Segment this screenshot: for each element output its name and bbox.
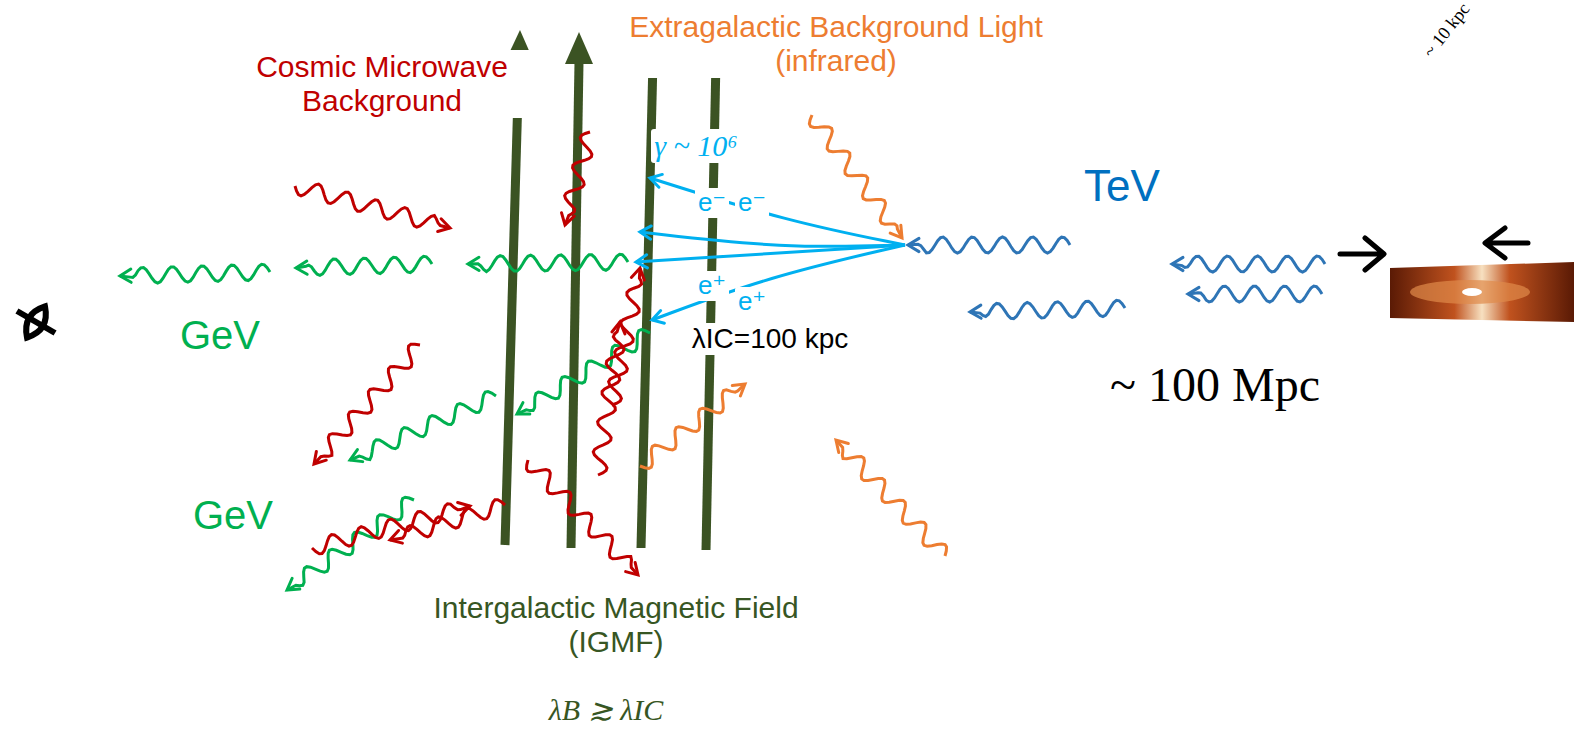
lepton-arrowhead [636,255,647,268]
eye-pupil [17,311,55,333]
photon-wave [468,254,628,271]
photon-wave [593,322,624,475]
energy-label: GeV [190,493,276,538]
photon-wave [970,300,1125,318]
galaxy-disk [1410,280,1530,304]
background-label: Extragalactic Background Light (infrared… [623,10,1049,77]
lepton-track [652,245,905,320]
photon-arrowhead [350,450,363,462]
photon-wave [350,392,496,460]
arrowhead [565,32,593,64]
photon-wave [295,184,450,228]
size-label: ~ 10 kpc [1417,0,1475,63]
distance-label: ~ 100 Mpc [1107,358,1323,412]
photon-arrowhead [890,225,902,238]
coherence-condition: λB ≳ λIC [546,693,666,727]
photon-wave [527,460,638,575]
size-arrow [1485,228,1528,258]
length-scale: λIC=100 kpc [689,323,851,354]
lepton-track [650,178,905,245]
photon-arrowhead [970,305,981,318]
photon-arrowhead [438,219,450,232]
photon-wave [1188,286,1322,302]
lepton-arrowhead [652,311,664,324]
size-arrow [1340,238,1384,270]
particle-label: e⁺ [695,271,729,300]
photons [120,115,1325,590]
energy-label: TeV [1081,161,1163,210]
photon-wave [836,440,947,556]
lepton-arrowhead [640,226,651,239]
lorentz-factor: γ ~ 10⁶ [651,129,740,163]
photon-arrowhead [612,322,625,334]
photon-arrowhead [631,268,644,280]
photon-arrowhead [287,578,300,590]
galaxy-source [1390,262,1574,322]
particle-label: e⁺ [735,287,769,316]
field-line [571,62,579,548]
photon-arrowhead [468,257,479,270]
photon-wave [809,115,902,238]
photon-arrowhead [390,530,402,543]
photon-arrowhead [296,261,307,274]
photon-wave [287,497,414,590]
photon-arrowhead [1172,257,1183,270]
photon-arrowhead [517,403,530,414]
photon-wave [312,504,470,554]
photon-arrowhead [1188,287,1199,300]
field-line [505,60,519,545]
size-arrows [1340,228,1528,270]
photon-arrowhead [458,502,470,515]
photon-wave [314,344,420,464]
photon-wave [565,132,592,225]
particle-label: e⁻ [695,188,729,217]
galaxy-core [1462,288,1482,296]
lepton-arrowhead [650,174,662,187]
lepton-track [640,232,905,246]
background-label: Cosmic Microwave Background [229,50,535,117]
photon-arrowhead [314,451,326,464]
observer-eye [8,295,64,348]
photon-arrowhead [732,384,745,396]
photon-wave [908,237,1070,253]
photon-arrowhead [120,269,131,282]
photon-wave [120,264,270,283]
photon-arrowhead [626,562,638,575]
particle-label: e⁻ [735,188,769,217]
photon-arrowhead [908,238,919,251]
field-label: Intergalactic Magnetic Field (IGMF) [428,591,804,658]
galaxy-image [1390,262,1574,322]
photon-arrowhead [836,440,848,453]
photon-arrowhead [561,213,574,225]
photon-wave [640,384,745,468]
energy-label: GeV [177,313,263,358]
photon-wave [1172,256,1325,272]
photon-wave [296,256,432,275]
